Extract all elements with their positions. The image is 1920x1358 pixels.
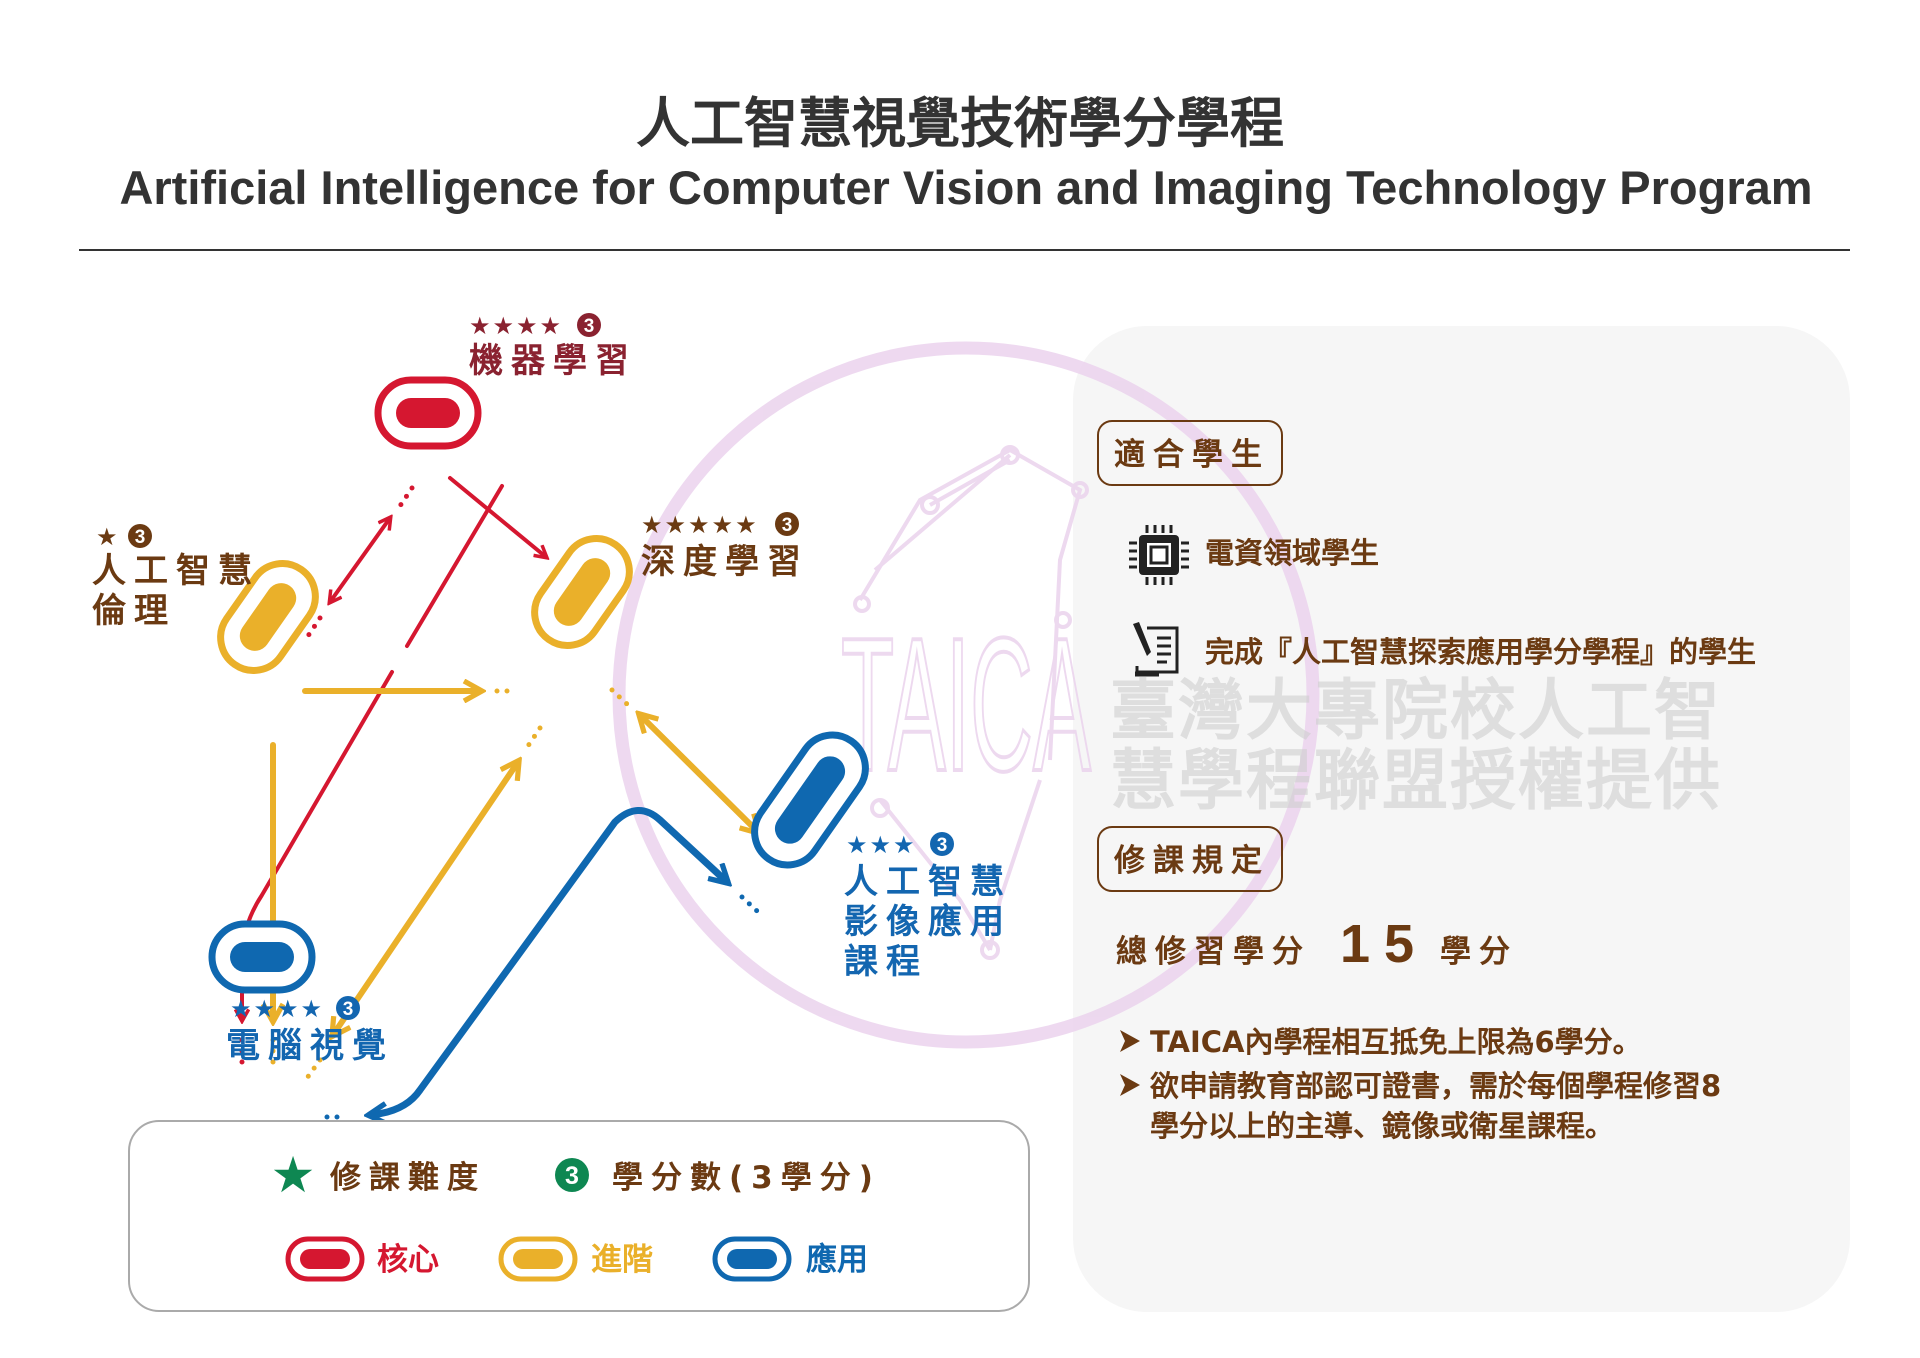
taica-watermark-logo: TAICA (612, 341, 1320, 1049)
legend-advanced-label: 進階 (591, 1242, 653, 1278)
difficulty-stars: ★★★★ (469, 312, 563, 340)
rule-1: TAICA內學程相互抵免上限為6學分。 (1150, 1025, 1642, 1059)
svg-text:3: 3 (135, 527, 146, 548)
svg-text:3: 3 (565, 1162, 579, 1190)
bullet-arrow-icon (1120, 1030, 1140, 1052)
title-en: Artificial Intelligence for Computer Vis… (119, 161, 1812, 214)
difficulty-stars: ★★★ (846, 831, 917, 859)
bullet-arrow-icon (1120, 1074, 1140, 1096)
svg-text:3: 3 (937, 835, 948, 856)
eligible-section: 適合學生 電資領域學生 完成『人工智慧探索應用學分學程』的學生 (1097, 420, 1756, 677)
node-computer-vision (208, 920, 316, 994)
legend-core-label: 核心 (377, 1242, 439, 1278)
course-name: 機器學習 (469, 341, 637, 381)
total-credits-unit: 學分 (1440, 934, 1518, 970)
total-credits-value: 15 (1340, 914, 1428, 974)
label-ai-imaging-app: ★★★ 3 人工智慧 影像應用 課程 (844, 831, 1012, 982)
dots-dl-cv-top (525, 725, 543, 749)
eligible-title: 適合學生 (1114, 437, 1270, 473)
document-pen-icon (1133, 622, 1179, 677)
difficulty-stars: ★★★★★ (641, 511, 759, 539)
course-name-line3: 課程 (844, 942, 928, 982)
label-computer-vision: ★★★★ 3 電腦視覺 (226, 995, 394, 1066)
course-name-line1: 人工智慧 (844, 862, 1012, 902)
rules-title: 修課規定 (1113, 843, 1270, 879)
credits-badge (775, 512, 799, 536)
credits-badge-icon (555, 1158, 589, 1192)
eligible-item-1: 電資領域學生 (1205, 536, 1379, 570)
arrow-ml-ethics (330, 518, 390, 602)
credits-badge (577, 313, 601, 337)
chip-icon (1129, 525, 1189, 585)
eligible-item-2: 完成『人工智慧探索應用學分學程』的學生 (1205, 635, 1756, 669)
total-credits-label: 總修習學分 (1116, 934, 1311, 970)
node-machine-learning (374, 376, 482, 450)
node-ai-imaging-app (751, 731, 869, 869)
legend-applied-label: 應用 (806, 1242, 868, 1278)
legend-advanced-pill-icon (498, 1236, 578, 1282)
node-deep-learning (531, 535, 633, 649)
legend-applied-pill-icon (712, 1236, 792, 1282)
difficulty-star-icon: ★ (271, 1146, 316, 1204)
difficulty-stars: ★ (96, 523, 120, 551)
course-name-line2: 倫理 (92, 591, 176, 631)
info-panel (1073, 326, 1850, 1312)
credits-badge (336, 996, 360, 1020)
dots-dl-app-top (609, 687, 631, 708)
legend: ★ 修課難度 3 學分數(3學分) 核心 進階 應用 (128, 1120, 1030, 1312)
rule-2-line2: 學分以上的主導、鏡像或衛星課程。 (1150, 1109, 1614, 1143)
label-deep-learning: ★★★★★ 3 深度學習 (641, 511, 809, 582)
svg-text:3: 3 (584, 316, 595, 337)
legend-credits-label: 學分數(3學分) (612, 1160, 881, 1196)
label-machine-learning: ★★★★ 3 機器學習 (469, 312, 637, 381)
svg-text:TAICA: TAICA (841, 599, 1091, 811)
arrow-dl-app (640, 715, 758, 832)
node-ai-ethics (217, 560, 319, 674)
svg-text:3: 3 (782, 515, 793, 536)
arrow-ml-to-dl (448, 476, 546, 557)
credits-badge (930, 832, 954, 856)
dots-ml-ethics-top (397, 485, 415, 509)
credits-badge (128, 524, 152, 548)
legend-core-pill-icon (285, 1236, 365, 1282)
difficulty-stars: ★★★★ (230, 995, 324, 1023)
rule-2-line1: 欲申請教育部認可證書，需於每個學程修習8 (1149, 1069, 1721, 1103)
course-name-line1: 人工智慧 (92, 551, 260, 591)
course-name: 電腦視覺 (226, 1026, 394, 1066)
dots-ml-ethics-bottom (305, 615, 323, 639)
dots-app (739, 894, 760, 914)
title-zh: 人工智慧視覺技術學分學程 (636, 92, 1284, 155)
course-name: 深度學習 (641, 542, 809, 582)
label-ai-ethics: ★ 3 人工智慧 倫理 (92, 523, 260, 631)
svg-text:3: 3 (343, 999, 354, 1020)
legend-difficulty-label: 修課難度 (329, 1160, 486, 1196)
rules-section: 修課規定 總修習學分 15 學分 TAICA內學程相互抵免上限為6學分。 欲申請… (1097, 826, 1721, 1143)
dots-dl-cv-bottom (304, 1057, 323, 1081)
watermark-text: 臺灣大專院校人工智慧學程聯盟授權提供 (1110, 672, 1722, 819)
course-name-line2: 影像應用 (844, 902, 1012, 942)
arrow-app-cv (370, 807, 727, 1115)
